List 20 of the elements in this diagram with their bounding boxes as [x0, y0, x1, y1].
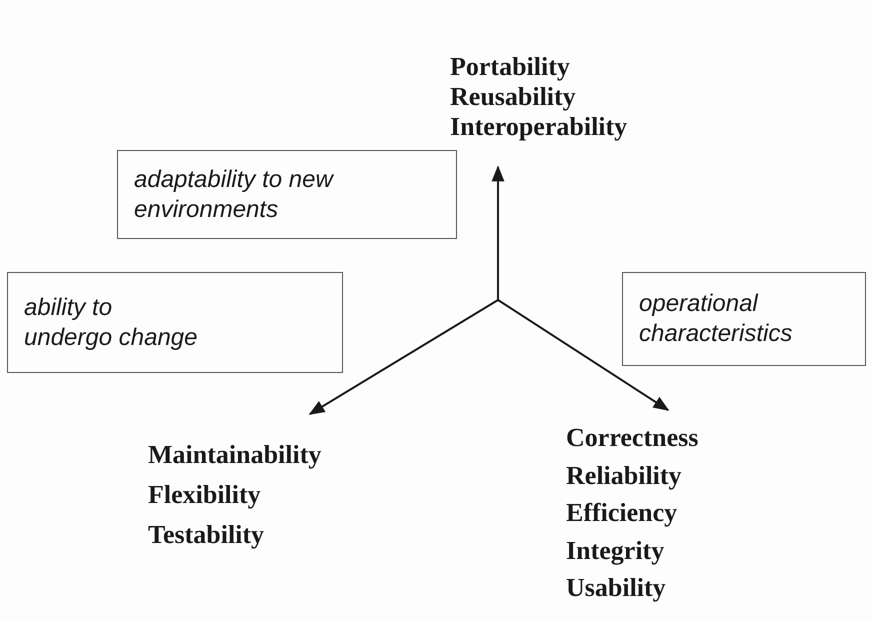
arrow: [497, 299, 670, 411]
note-text: ability to undergo change: [24, 292, 198, 352]
quality-factor: Testability: [148, 519, 264, 551]
quality-factor: Reusability: [450, 82, 576, 112]
quality-factor: Portability: [450, 52, 570, 82]
note-box: [622, 272, 866, 366]
arrow: [308, 299, 499, 415]
quality-factor: Interoperability: [450, 112, 628, 142]
quality-factor: Usability: [566, 572, 666, 604]
quality-factor: Flexibility: [148, 479, 261, 511]
quality-factor: Efficiency: [566, 497, 678, 529]
note-box: [7, 272, 343, 373]
arrow: [492, 165, 504, 300]
quality-factor: Reliability: [566, 460, 682, 492]
quality-factor: Correctness: [566, 422, 698, 454]
note-text: operational characteristics: [639, 289, 794, 349]
note-text: adaptability to new environments: [134, 164, 334, 224]
quality-factor: Integrity: [566, 534, 664, 567]
note-box: [117, 150, 457, 239]
quality-factor: Maintainability: [148, 439, 322, 471]
